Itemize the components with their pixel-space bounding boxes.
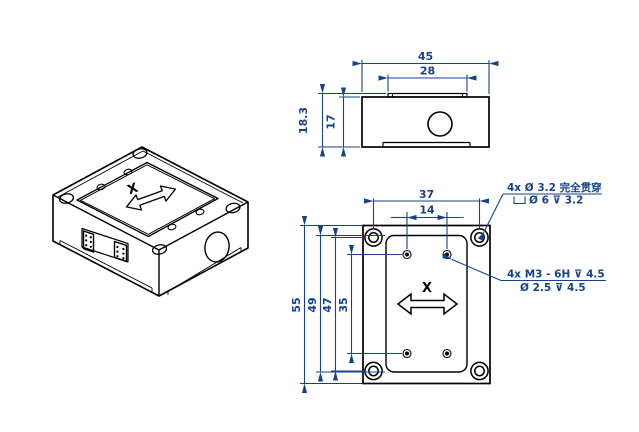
iso-x-axis-arrow [125,185,177,211]
counterbore-symbol-icon [513,196,526,205]
svg-text:18.3: 18.3 [297,107,310,134]
dim-side-width: 45 [352,50,499,94]
iso-corner-holes [58,148,241,255]
iso-box-edges [52,194,249,296]
bottom-stage-plate [385,234,468,373]
side-hole [427,111,453,137]
dim-bottom-hole-span-v: 47 [321,228,365,381]
svg-text:55: 55 [290,297,303,312]
iso-bottom-step [59,240,242,295]
side-bottom-recess [382,141,471,147]
iso-connector-blocks [82,230,128,262]
bottom-outline [362,224,491,385]
iso-x-axis-label: X [126,181,141,199]
dim-side-body-height: 17 [325,87,360,157]
callout-tapped-line1: 4x M3 - 6H ⊽ 4.5 [507,269,605,281]
svg-text:14: 14 [419,204,435,217]
callout-counterbore-line1: 4x Ø 3.2 完全贯穿 [507,181,602,194]
dim-bottom-plate-height: 49 [306,226,385,382]
svg-text:37: 37 [419,188,434,201]
iso-plate-holes [96,168,205,231]
iso-top-plate-inner [80,164,215,235]
callout-tapped-line2: Ø 2.5 ⊽ 4.5 [520,282,586,294]
svg-text:17: 17 [325,114,338,129]
bottom-view: X 37 14 55 49 [290,188,491,393]
bottom-corner-holes [364,228,489,381]
side-view: 45 28 18.3 17 [297,50,499,157]
dim-bottom-height: 55 [290,216,362,393]
iso-top-chamfer [57,150,244,204]
isometric-view: X [52,146,249,297]
svg-text:47: 47 [321,297,334,312]
svg-text:35: 35 [337,297,350,312]
iso-box-outline [52,146,249,297]
bottom-x-axis-arrow [396,292,459,316]
dim-bottom-m3-span-v: 35 [337,245,402,363]
dim-side-plate-width: 28 [378,65,477,92]
side-body [361,96,490,148]
callout-tapped-hole: 4x M3 - 6H ⊽ 4.5 Ø 2.5 ⊽ 4.5 [442,253,606,294]
side-plate-ticks [392,93,463,97]
dim-bottom-hole-span-h: 37 [364,188,489,228]
iso-side-hole [204,231,230,263]
svg-text:28: 28 [420,65,435,78]
iso-top-plate-outer [76,161,219,238]
bottom-x-axis-label: X [422,281,432,296]
dim-side-total-height: 18.3 [297,84,386,157]
iso-connector-recess [81,227,129,263]
callout-counterbore: 4x Ø 3.2 完全贯穿 Ø 6 ⊽ 3.2 [477,181,602,241]
callout-counterbore-line2: Ø 6 ⊽ 3.2 [529,195,583,207]
dim-bottom-m3-span-h: 14 [391,204,464,249]
svg-text:49: 49 [306,297,319,312]
svg-text:45: 45 [418,50,433,63]
side-top-plate [387,92,468,98]
bottom-m3-holes [402,249,452,359]
